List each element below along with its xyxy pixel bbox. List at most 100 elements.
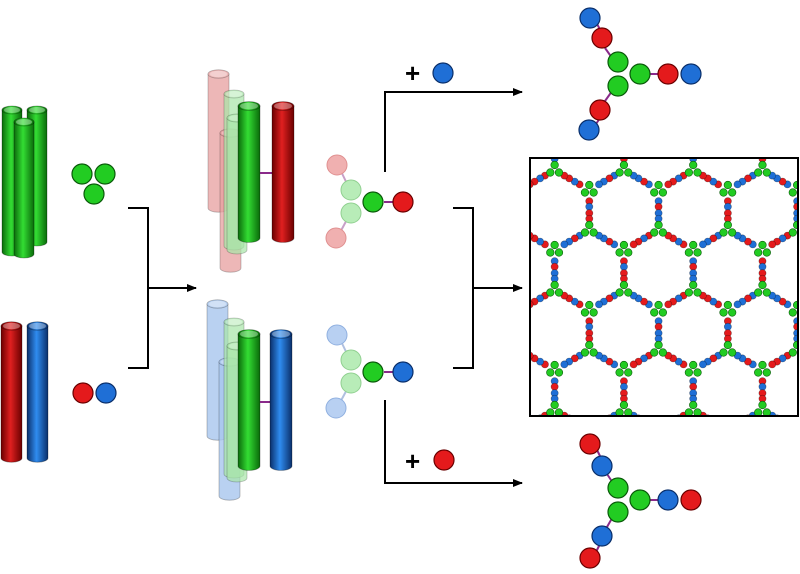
lattice-green-bead (793, 300, 797, 310)
lattice-edge (526, 112, 548, 128)
lattice-bead (734, 112, 741, 119)
lattice-bead (793, 322, 797, 331)
lattice-bead (502, 418, 509, 425)
lattice-bead (630, 121, 637, 128)
lattice-bead (674, 237, 683, 246)
lattice-bead (605, 174, 614, 183)
lattice-green-bead (658, 348, 667, 357)
lattice-edge (595, 171, 619, 189)
lattice-node (684, 280, 702, 297)
lattice-green-bead (580, 348, 590, 357)
lattice-node (615, 240, 633, 257)
lattice-bead (531, 351, 534, 360)
lattice-bead (595, 421, 602, 428)
lattice-green-bead (589, 348, 598, 357)
lattice-bead (516, 215, 523, 222)
lattice-edge (768, 291, 792, 309)
lattice-green-bead (728, 308, 737, 317)
lattice-bead (675, 118, 682, 125)
lattice-bead (665, 421, 672, 428)
merge-bracket-left (128, 207, 197, 369)
lattice-bead (715, 421, 722, 428)
lattice-green-bead (546, 408, 555, 415)
lattice-green-bead (624, 368, 633, 377)
lattice-bead (705, 414, 710, 415)
lattice-edge (516, 318, 523, 343)
upper-addition-path (384, 88, 523, 172)
lattice-bead (531, 115, 538, 122)
lattice-bead (586, 455, 593, 462)
lattice-edge (620, 377, 628, 403)
lattice-bead (670, 418, 677, 425)
lattice-green-bead (615, 168, 624, 177)
lattice-node (615, 160, 633, 177)
lattice-node (615, 360, 633, 377)
lattice-bead (551, 150, 558, 157)
lattice-edge (723, 317, 732, 343)
lattice-bead (531, 231, 534, 240)
lattice-green-bead (650, 228, 659, 237)
lattice-bead (793, 202, 797, 211)
lattice-edge (491, 232, 513, 248)
lattice-bead (793, 209, 797, 218)
lattice-green-bead (762, 248, 771, 257)
lattice-node (580, 220, 598, 237)
lattice-edge (531, 351, 549, 369)
lattice-green-bead (758, 360, 767, 370)
lattice-bead (793, 334, 797, 343)
lattice-edge (620, 257, 628, 283)
lattice-bead (794, 450, 800, 457)
lattice-green-bead (658, 228, 667, 237)
lattice-green-bead (654, 180, 663, 190)
lattice-bead (710, 115, 717, 122)
lattice-bead (773, 118, 780, 125)
lattice-green-bead (619, 400, 629, 410)
plus-sign-blue: + (405, 58, 420, 88)
lattice-green-bead (580, 228, 590, 237)
lattice-green-bead (589, 228, 598, 237)
lattice-bead (674, 357, 683, 366)
lattice-green-bead (762, 288, 771, 297)
lattice-bead (541, 121, 548, 128)
lattice-green-bead (758, 160, 767, 170)
lattice-green-bead (754, 368, 763, 377)
lattice-green-bead (754, 408, 763, 415)
lattice-bead (709, 297, 718, 306)
lattice-green-bead (684, 408, 693, 415)
lattice-edge (689, 377, 698, 403)
lattice-node (684, 360, 702, 377)
lattice-green-bead (619, 360, 629, 370)
lattice-node (719, 220, 737, 237)
lattice-bead (516, 438, 523, 445)
lattice-bead (536, 237, 544, 246)
lattice-bead (538, 414, 543, 415)
lattice-bead (566, 118, 573, 125)
lattice-edge (734, 112, 756, 128)
lattice-bead (516, 198, 523, 205)
lattice-bead (676, 414, 681, 415)
lattice-bead (794, 438, 800, 445)
lattice-green-bead (723, 220, 732, 230)
lattice-green-bead (624, 248, 633, 257)
lattice-green-bead (719, 188, 728, 197)
lattice-green-bead (585, 340, 594, 350)
blue-end-trimer-product (579, 433, 702, 569)
lattice-bead (655, 438, 662, 445)
lattice-green-bead (550, 160, 559, 170)
lattice-green-bead (550, 280, 559, 290)
lattice-bead (516, 450, 523, 457)
lattice-green-bead (693, 248, 702, 257)
lattice-green-bead (615, 368, 624, 377)
lattice-bead (491, 292, 498, 299)
lattice-bead (699, 121, 706, 128)
lattice-bead (680, 121, 687, 128)
lattice-bead (636, 414, 641, 415)
lattice-edge (793, 317, 797, 343)
lattice-green-bead (546, 288, 555, 297)
lattice-bead (491, 241, 498, 248)
lattice-green-bead (689, 160, 698, 170)
lattice-node (719, 340, 737, 357)
lattice-bead (793, 197, 797, 206)
lattice-edge (758, 257, 767, 283)
lattice-node (754, 360, 771, 377)
